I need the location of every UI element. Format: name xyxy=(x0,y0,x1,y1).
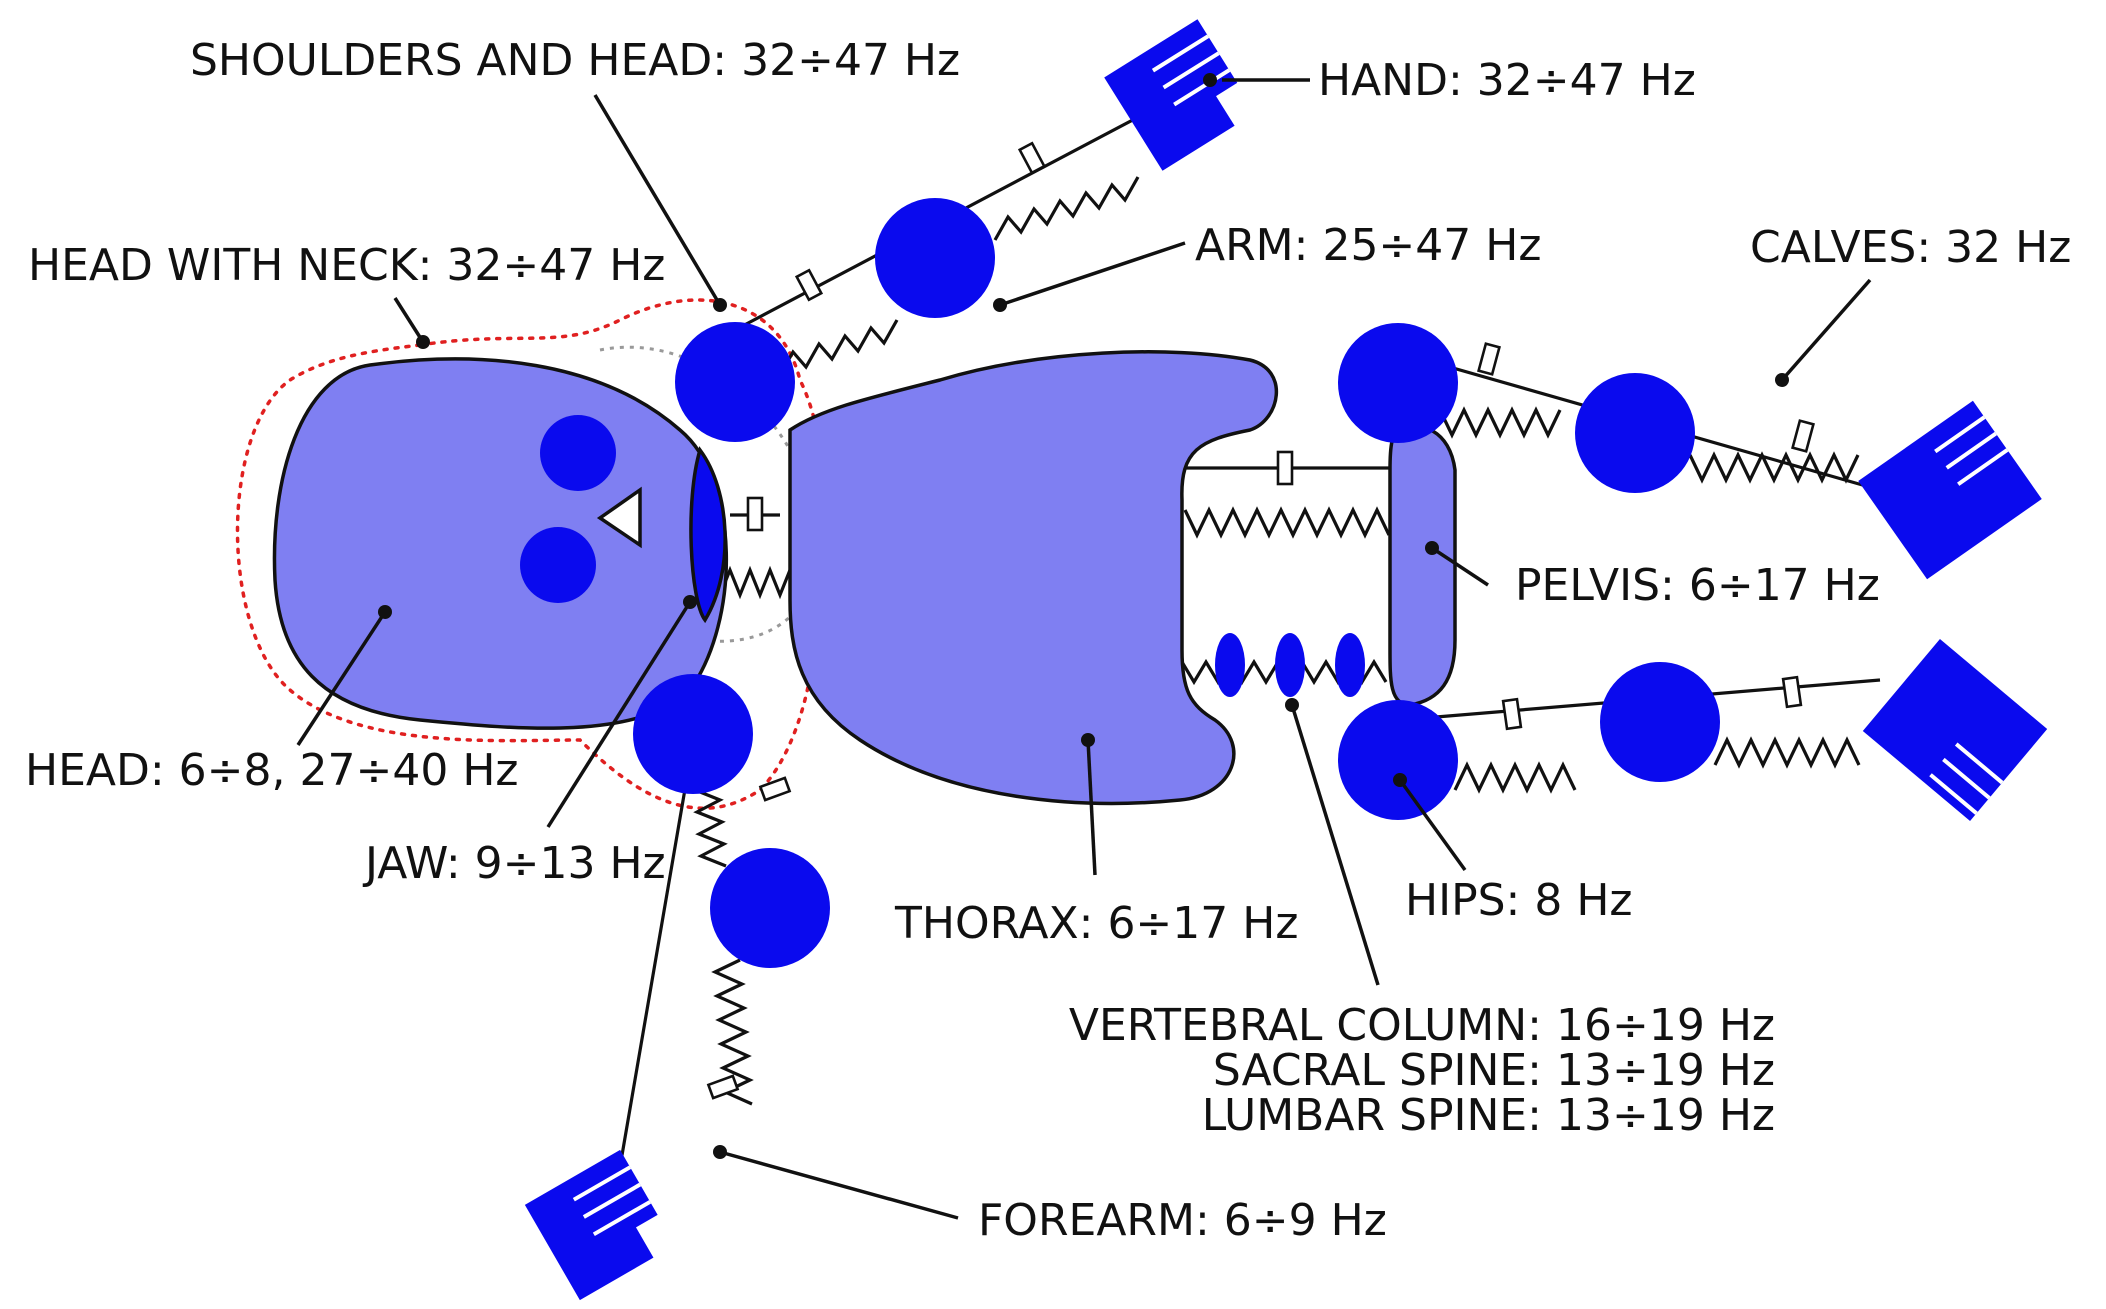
upper-hip-mass xyxy=(1338,323,1458,443)
hip-damper-2 xyxy=(1781,675,1803,709)
arm-mass xyxy=(875,198,995,318)
calf-upper-mass xyxy=(1575,373,1695,493)
arm-spring-1 xyxy=(778,319,899,376)
calf-lower-mass xyxy=(1600,662,1720,782)
hand-icon xyxy=(1104,19,1272,171)
neck-damper xyxy=(746,496,764,532)
nose-triangle-icon xyxy=(596,486,642,549)
leader-lines xyxy=(296,73,1872,1220)
arm-spring-2 xyxy=(993,176,1140,241)
calf-damper-1 xyxy=(1477,342,1501,376)
forearm-hand-icon xyxy=(524,1149,691,1301)
label-head-with-neck: HEAD WITH NECK: 32÷47 Hz xyxy=(28,240,665,291)
label-pelvis: PELVIS: 6÷17 Hz xyxy=(1515,560,1880,611)
eye-upper xyxy=(540,415,616,491)
foot-lower-icon xyxy=(1862,639,2048,821)
forearm-mass xyxy=(710,848,830,968)
label-shoulders-and-head: SHOULDERS AND HEAD: 32÷47 Hz xyxy=(190,35,960,86)
vertebra-3 xyxy=(1335,633,1365,697)
hip-damper-1 xyxy=(1501,697,1523,731)
arm-damper-2 xyxy=(1017,141,1047,175)
head-with-neck-outline xyxy=(235,298,827,810)
label-arm: ARM: 25÷47 Hz xyxy=(1195,220,1541,271)
shoulder-upper-mass xyxy=(675,322,795,442)
vertebra-1 xyxy=(1215,633,1245,697)
calf-damper-2 xyxy=(1791,419,1815,453)
forearm-rod xyxy=(608,759,692,1226)
label-calves: CALVES: 32 Hz xyxy=(1750,222,2071,273)
label-head: HEAD: 6÷8, 27÷40 Hz xyxy=(25,745,519,796)
label-vertebral-column: VERTEBRAL COLUMN: 16÷19 Hz xyxy=(1069,1000,1775,1051)
label-forearm: FOREARM: 6÷9 Hz xyxy=(978,1195,1387,1246)
vertebra-2 xyxy=(1275,633,1305,697)
label-sacral-spine: SACRAL SPINE: 13÷19 Hz xyxy=(1213,1045,1775,1096)
pelvis-shape xyxy=(1388,424,1457,707)
hip-spring-1 xyxy=(1453,761,1577,794)
calf-spring-1 xyxy=(1438,406,1562,439)
forearm-damper-2 xyxy=(706,1074,740,1100)
forearm-spring-1 xyxy=(693,788,728,868)
label-hips: HIPS: 8 Hz xyxy=(1405,875,1633,926)
label-hand: HAND: 32÷47 Hz xyxy=(1318,55,1696,106)
label-lumbar-spine: LUMBAR SPINE: 13÷19 Hz xyxy=(1202,1090,1775,1141)
hip-spring-2 xyxy=(1713,736,1861,769)
foot-upper-icon xyxy=(1858,400,2042,580)
eye-lower xyxy=(520,527,596,603)
forearm-damper-1 xyxy=(758,776,792,802)
hips-mass xyxy=(1338,700,1458,820)
jaw-shape xyxy=(689,446,727,624)
shoulder-lower-mass xyxy=(633,674,753,794)
label-thorax: THORAX: 6÷17 Hz xyxy=(894,898,1298,949)
label-jaw: JAW: 9÷13 Hz xyxy=(362,838,666,889)
spine-spring-upper xyxy=(1183,506,1391,539)
neck-region-outline xyxy=(599,345,820,643)
head-shape xyxy=(272,357,728,730)
calf-spring-2 xyxy=(1688,451,1860,484)
spine-damper xyxy=(1276,450,1294,486)
thorax-shape xyxy=(788,350,1278,806)
forearm-spring-2 xyxy=(711,958,754,1106)
arm-damper-1 xyxy=(794,268,824,302)
